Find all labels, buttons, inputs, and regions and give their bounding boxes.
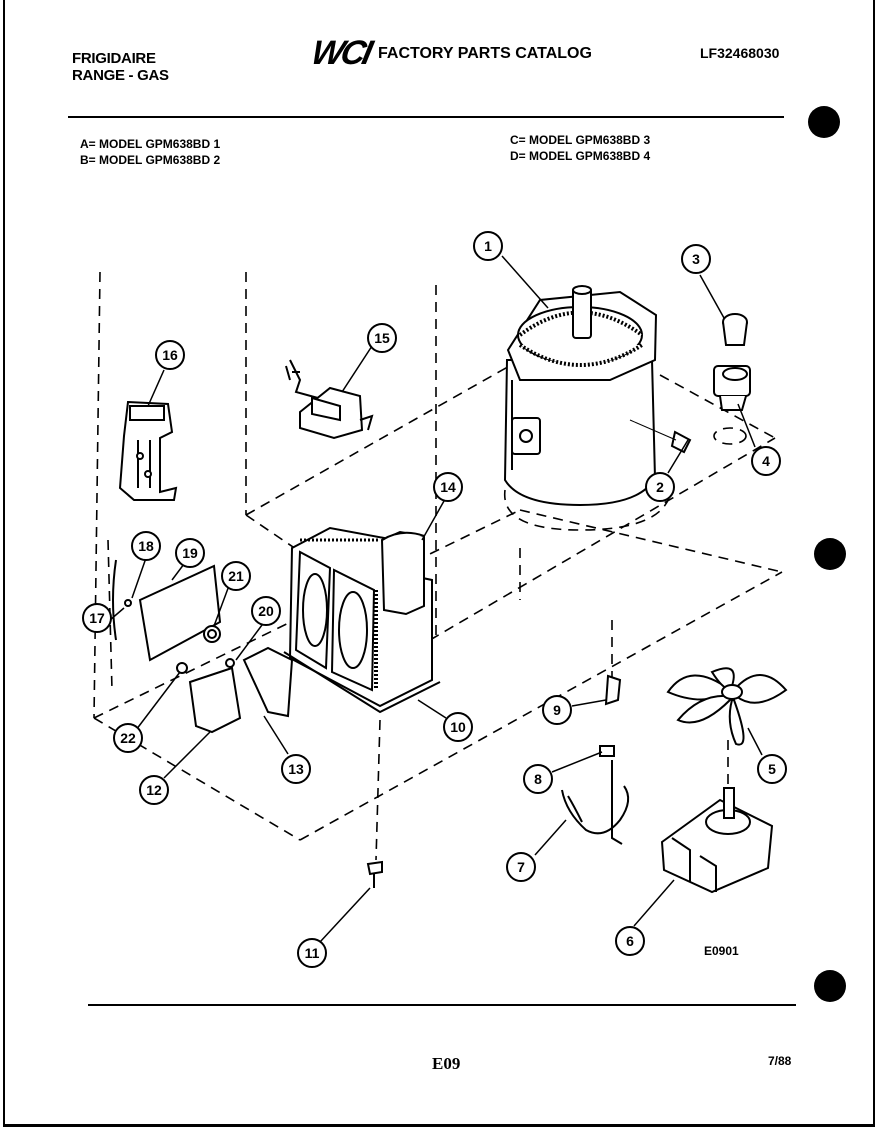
callout-1: [473, 231, 503, 261]
callout-label-8: 8: [534, 771, 542, 787]
callout-label-7: 7: [517, 859, 525, 875]
callout-label-6: 6: [626, 933, 634, 949]
screw-part-11: [366, 860, 383, 888]
callout-18: [131, 531, 161, 561]
page-frame: [3, 0, 875, 1127]
callout-label-3: 3: [692, 251, 700, 267]
shield-part-12-13: [188, 646, 294, 734]
callout-8: [523, 764, 553, 794]
callout-numbers: 1 2 3 4 5 6 7 8 9 10 11 12 13 14 15 16 1…: [89, 238, 776, 961]
wiring-parts-7-8-9: [561, 674, 630, 845]
callout-label-10: 10: [450, 719, 466, 735]
callout-17: [82, 603, 112, 633]
model-d: D= MODEL GPM638BD 4: [510, 149, 651, 163]
callout-20: [251, 596, 281, 626]
brand-name: FRIGIDAIRE: [72, 50, 156, 67]
callout-label-5: 5: [768, 761, 776, 777]
fan-motor-part-6: [660, 787, 774, 894]
callout-15: [367, 323, 397, 353]
callout-6: [615, 926, 645, 956]
callout-label-14: 14: [440, 479, 456, 495]
callout-label-16: 16: [162, 347, 178, 363]
callout-label-4: 4: [762, 453, 770, 469]
circuit-board-part-19: [138, 564, 222, 662]
callout-label-19: 19: [182, 545, 198, 561]
callout-13: [281, 754, 311, 784]
relay-part: [713, 313, 751, 411]
callout-label-21: 21: [228, 568, 244, 584]
binder-hole-middle: [814, 538, 846, 570]
callout-3: [681, 244, 711, 274]
callout-12: [139, 775, 169, 805]
model-b: B= MODEL GPM638BD 2: [80, 153, 221, 167]
callout-label-13: 13: [288, 761, 304, 777]
callout-14: [433, 472, 463, 502]
callout-2: [645, 472, 675, 502]
model-c: C= MODEL GPM638BD 3: [510, 133, 651, 147]
page-number: E09: [432, 1054, 461, 1073]
small-hardware: [112, 559, 235, 674]
callout-7: [506, 852, 536, 882]
catalog-title: FACTORY PARTS CATALOG: [378, 45, 592, 62]
callout-label-18: 18: [138, 538, 154, 554]
diagram-code: E0901: [704, 944, 739, 958]
blower-motor-part: [503, 285, 658, 507]
fan-blade-part-5: [666, 667, 788, 746]
callout-label-20: 20: [258, 603, 274, 619]
callout-16: [155, 340, 185, 370]
callout-label-9: 9: [553, 702, 561, 718]
catalog-date: 7/88: [768, 1054, 792, 1068]
callout-9: [542, 695, 572, 725]
callout-label-17: 17: [89, 610, 105, 626]
callout-5: [757, 754, 787, 784]
leader-lines: [109, 255, 763, 943]
callout-10: [443, 712, 473, 742]
product-type: RANGE - GAS: [72, 67, 169, 84]
callout-11: [297, 938, 327, 968]
callout-label-2: 2: [656, 479, 664, 495]
screw-part-2: [629, 419, 692, 454]
callout-22: [113, 723, 143, 753]
callout-4: [751, 446, 781, 476]
catalog-number: LF32468030: [700, 45, 780, 61]
transformer-part-10: [283, 526, 441, 714]
callout-label-12: 12: [146, 782, 162, 798]
brand-block: FRIGIDAIRE RANGE - GAS: [72, 50, 169, 84]
callout-label-15: 15: [374, 330, 390, 346]
callout-label-11: 11: [305, 945, 320, 961]
callout-label-22: 22: [120, 730, 136, 746]
callout-21: [221, 561, 251, 591]
bracket-part-16: [118, 400, 178, 501]
binder-hole-bottom: [814, 970, 846, 1002]
capacitor-part-14: [380, 530, 425, 616]
callout-19: [175, 538, 205, 568]
harness-part-15: [285, 359, 374, 440]
callout-label-1: 1: [484, 238, 492, 254]
callout-circles: [82, 231, 787, 968]
model-a: A= MODEL GPM638BD 1: [80, 137, 221, 151]
binder-hole-top: [808, 106, 840, 138]
